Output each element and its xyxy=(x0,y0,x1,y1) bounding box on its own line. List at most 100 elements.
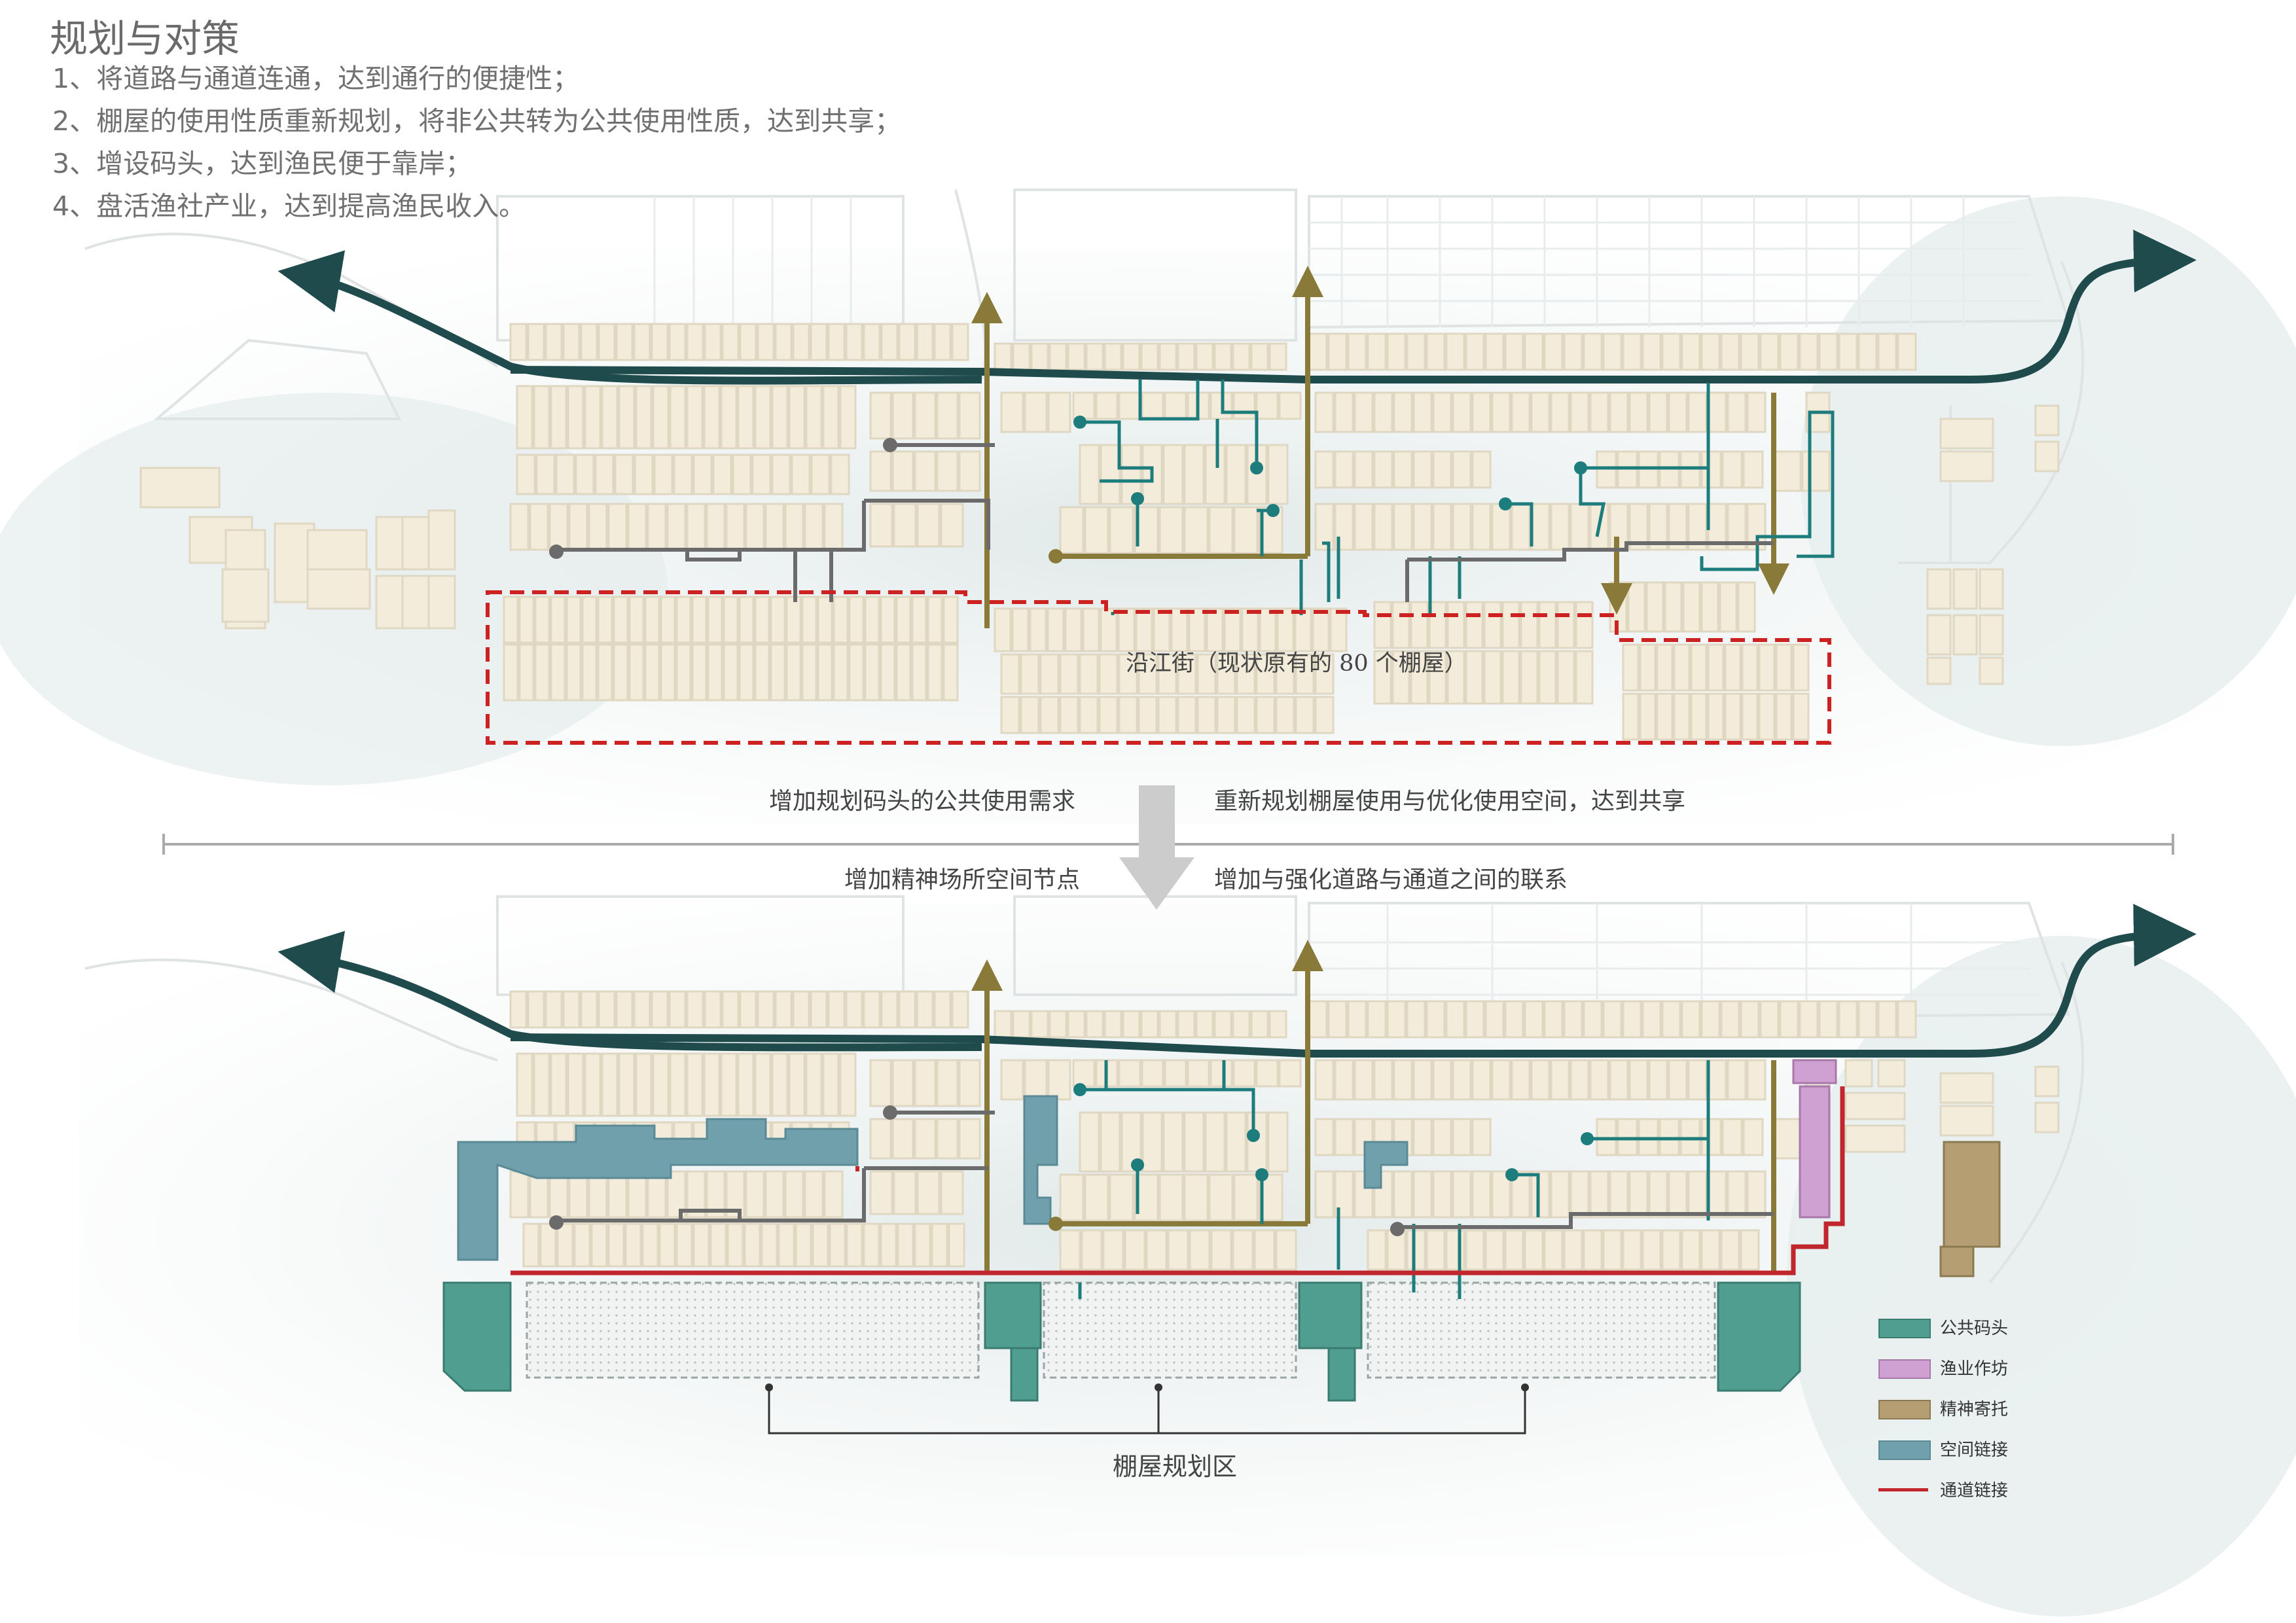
shed xyxy=(1446,601,1465,649)
shed xyxy=(1295,653,1315,695)
shed xyxy=(613,643,629,702)
shed xyxy=(618,385,636,450)
shed xyxy=(864,643,880,702)
shed xyxy=(1628,391,1649,433)
legend-swatch xyxy=(1878,1359,1931,1379)
shed xyxy=(1255,653,1276,695)
shed xyxy=(1098,696,1119,734)
shed xyxy=(891,391,914,440)
shed xyxy=(951,323,969,361)
shed xyxy=(942,596,959,644)
shed xyxy=(833,596,849,644)
shed xyxy=(1524,1000,1544,1039)
shed xyxy=(754,643,770,702)
field-row xyxy=(1386,903,1912,1014)
shed xyxy=(534,596,550,644)
shed xyxy=(535,454,556,495)
shed xyxy=(1792,692,1810,741)
shed xyxy=(1085,1010,1104,1039)
shed xyxy=(666,503,687,551)
shed xyxy=(562,990,581,1029)
shed xyxy=(1183,444,1205,505)
shed xyxy=(1628,1059,1649,1101)
shed xyxy=(1373,450,1393,489)
shed xyxy=(784,503,804,551)
shed xyxy=(567,385,584,450)
shed xyxy=(1543,1229,1564,1271)
shed xyxy=(1772,1118,1802,1160)
shed xyxy=(221,568,270,623)
shed xyxy=(1772,450,1802,492)
shed-grid xyxy=(503,323,1917,741)
shed xyxy=(880,643,896,702)
shed xyxy=(1511,1059,1531,1101)
shed xyxy=(668,323,687,361)
shed xyxy=(675,1222,693,1268)
pontoon-zone xyxy=(1367,1281,1716,1379)
shed xyxy=(805,385,823,450)
shed xyxy=(527,990,545,1029)
shed xyxy=(707,643,723,702)
terrain-contour xyxy=(1013,895,1297,996)
shed xyxy=(757,323,775,361)
shed xyxy=(958,450,981,492)
shed xyxy=(568,503,588,551)
path-node xyxy=(1073,1083,1086,1096)
shed xyxy=(707,596,723,644)
shed xyxy=(548,503,569,551)
shed xyxy=(1183,1111,1205,1173)
shed xyxy=(686,990,704,1029)
shed xyxy=(550,596,566,644)
shed xyxy=(584,1052,601,1117)
shed xyxy=(1661,332,1681,371)
shed xyxy=(1188,607,1206,652)
shed xyxy=(1373,503,1393,551)
shed xyxy=(801,643,817,702)
terrain-contour xyxy=(153,338,402,420)
path-node xyxy=(1581,1132,1594,1145)
shed xyxy=(1030,342,1049,371)
shed xyxy=(614,454,634,495)
shed xyxy=(1406,332,1426,371)
shed xyxy=(891,1059,914,1107)
shed xyxy=(1844,1059,1873,1088)
shed xyxy=(1100,1111,1121,1173)
shed xyxy=(801,596,817,644)
terrain-contour xyxy=(1013,188,1297,342)
shed xyxy=(581,596,598,644)
shed xyxy=(1187,1059,1210,1088)
shed xyxy=(1259,607,1277,652)
shed xyxy=(1926,614,1952,656)
shed xyxy=(1158,506,1184,554)
shed xyxy=(1183,1173,1209,1222)
shed xyxy=(601,385,619,450)
public-pier xyxy=(1298,1281,1363,1349)
shed xyxy=(598,990,616,1029)
shed xyxy=(686,385,704,450)
strategy-item: 3、增设码头，达到渔民便于靠岸； xyxy=(52,148,473,179)
shed xyxy=(845,990,863,1029)
shed xyxy=(584,385,601,450)
shed xyxy=(509,503,529,551)
shed xyxy=(869,1059,892,1107)
shed xyxy=(1157,653,1177,695)
shed xyxy=(1471,1059,1492,1101)
shed xyxy=(1575,601,1594,649)
shed xyxy=(1857,332,1878,371)
shed xyxy=(1225,1111,1247,1173)
shed xyxy=(823,1170,844,1219)
shed xyxy=(739,990,757,1029)
shed xyxy=(810,323,828,361)
shed xyxy=(588,503,608,551)
bracket-node xyxy=(1521,1383,1529,1391)
shed xyxy=(1844,1124,1906,1153)
strategy-item: 1、将道路与通道连通，达到通行的便捷性； xyxy=(52,63,580,94)
shed xyxy=(1939,1072,1994,1104)
legend-label: 通道链接 xyxy=(1940,1481,2009,1501)
shed xyxy=(1589,1059,1609,1101)
path-node xyxy=(1505,1168,1518,1181)
shed xyxy=(869,1118,892,1160)
shed xyxy=(1740,332,1760,371)
shed xyxy=(1724,643,1742,692)
shed xyxy=(1082,607,1100,652)
